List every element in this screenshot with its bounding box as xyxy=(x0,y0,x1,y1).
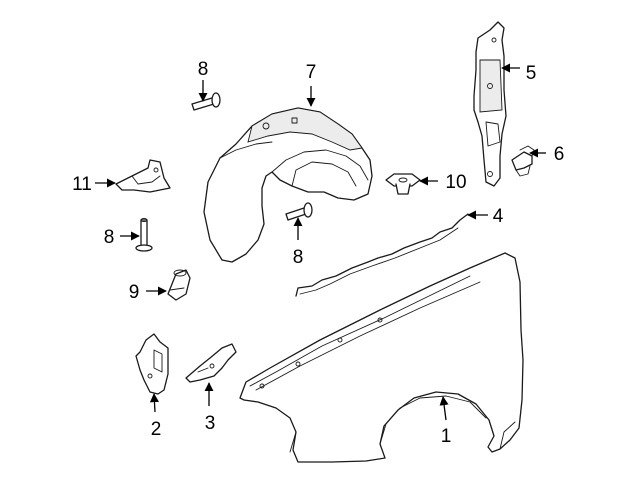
upper-bracket-part xyxy=(473,21,507,187)
callout-10: 10 xyxy=(445,172,466,193)
callout-11: 11 xyxy=(72,174,92,195)
bolt-upper-part xyxy=(191,92,221,111)
callout-8-upper: 8 xyxy=(198,59,209,80)
fender-part xyxy=(239,252,524,463)
callout-6: 6 xyxy=(554,144,565,165)
leader-1 xyxy=(439,396,449,421)
callout-8-lower: 8 xyxy=(293,247,304,268)
splash-shield-part xyxy=(203,107,373,263)
callout-4: 4 xyxy=(493,206,504,227)
clip-part xyxy=(511,145,535,177)
callout-3: 3 xyxy=(205,413,216,434)
bolt-lower-part xyxy=(285,202,313,221)
callout-2: 2 xyxy=(151,419,162,440)
bolt-left-part xyxy=(135,218,153,252)
callout-labels: 1 2 3 4 5 6 7 8 8 8 9 10 11 xyxy=(72,59,564,447)
bumper-stop-part xyxy=(167,269,191,301)
callout-5: 5 xyxy=(526,63,537,84)
callout-7: 7 xyxy=(306,62,317,83)
leader-lines xyxy=(95,63,546,421)
seal-strip-part xyxy=(295,213,469,297)
callout-9: 9 xyxy=(129,282,140,303)
bracket-left-part xyxy=(135,333,169,395)
bracket-front-part xyxy=(185,343,237,383)
small-bracket-part xyxy=(115,159,171,193)
callout-1: 1 xyxy=(441,426,452,447)
grommet-part xyxy=(385,173,421,195)
leader-2 xyxy=(149,393,159,413)
callout-8-left: 8 xyxy=(104,227,115,248)
